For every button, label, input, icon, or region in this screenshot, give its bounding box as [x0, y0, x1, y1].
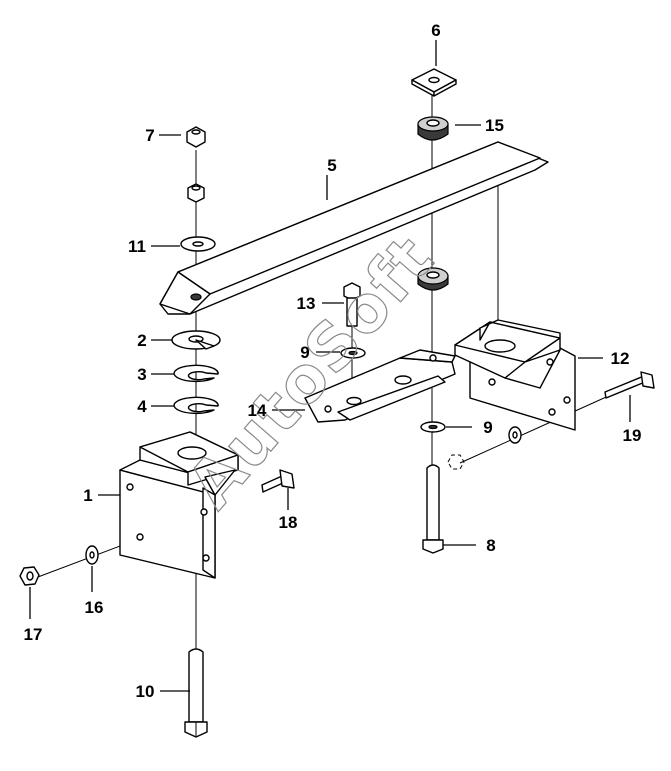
- bolt-19: [604, 371, 655, 399]
- washer-right: [508, 426, 522, 444]
- left-bracket: [119, 431, 239, 579]
- channel-rail: [159, 141, 549, 315]
- washer-16: [85, 545, 99, 565]
- split-washer-3: [173, 364, 219, 383]
- label-part-7: 7: [145, 126, 154, 145]
- label-part-3: 3: [137, 365, 146, 384]
- label-part-14: 14: [248, 401, 267, 420]
- label-part-11: 11: [128, 237, 146, 256]
- label-part-10: 10: [136, 682, 155, 701]
- nut-lower: [187, 183, 205, 203]
- washer-9-upper: [340, 347, 366, 359]
- label-part-2: 2: [137, 331, 146, 350]
- right-bracket: [454, 319, 576, 431]
- slotted-washer-2: [171, 330, 221, 350]
- label-part-9-lower: 9: [483, 418, 492, 437]
- label-part-5: 5: [327, 156, 336, 175]
- washer-9-lower: [420, 421, 446, 433]
- label-part-19: 19: [623, 426, 642, 445]
- label-part-18: 18: [279, 513, 298, 532]
- bolt-13: [343, 282, 361, 327]
- rubber-mount-lower: [417, 267, 449, 291]
- rubber-mount-upper: [417, 116, 449, 141]
- label-part-15: 15: [485, 116, 504, 135]
- label-part-4: 4: [137, 397, 147, 416]
- label-part-1: 1: [83, 486, 92, 505]
- label-part-8: 8: [486, 536, 495, 555]
- long-bolt-10: [184, 648, 208, 738]
- bolt-8: [422, 464, 444, 554]
- label-part-13: 13: [297, 294, 316, 313]
- label-part-6: 6: [431, 21, 440, 40]
- nut-right-hidden: [447, 454, 465, 470]
- adjusting-link: [304, 349, 456, 423]
- label-part-9-upper: 9: [300, 343, 309, 362]
- leader-lines: [29, 40, 631, 692]
- label-part-16: 16: [85, 598, 104, 617]
- square-plate: [411, 68, 457, 97]
- label-part-12: 12: [611, 349, 630, 368]
- washer-11: [180, 236, 216, 252]
- nut-17: [19, 566, 40, 586]
- label-part-17: 17: [24, 625, 43, 644]
- split-washer-4: [173, 396, 219, 415]
- nut-top: [186, 126, 206, 148]
- bolt-18: [261, 469, 295, 493]
